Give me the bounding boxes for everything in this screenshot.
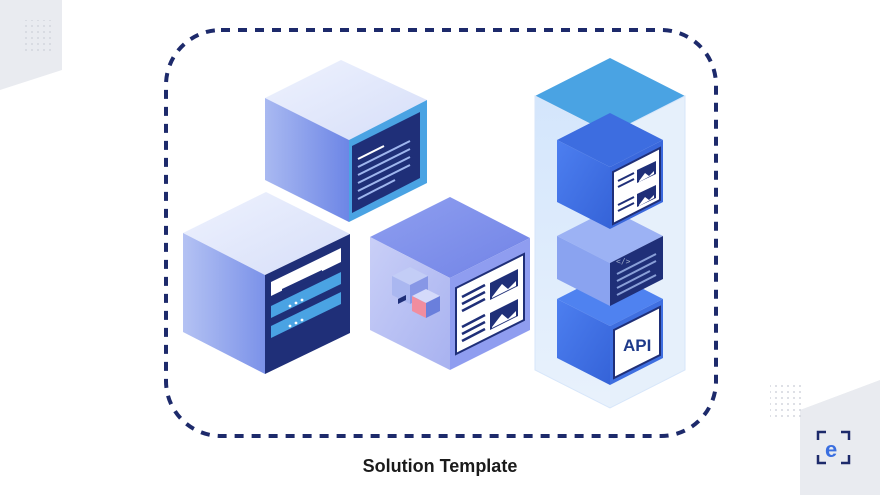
code-cube: </> (557, 209, 663, 306)
tower-image-card-icon (612, 146, 661, 226)
document-panel-icon (352, 112, 420, 213)
form-cube (183, 192, 350, 374)
brand-logo-icon: e (816, 430, 851, 465)
mini-cubes (392, 267, 440, 318)
logo-letter: e (825, 437, 837, 462)
dashed-frame (164, 28, 718, 438)
image-card-cube (370, 197, 530, 370)
code-editor-icon: </> (616, 253, 657, 296)
api-label: API (623, 336, 651, 355)
bottom-right-decoration (770, 380, 880, 495)
form-panel-icon (271, 248, 341, 338)
image-card-icon (455, 252, 525, 356)
api-icon: API (613, 305, 661, 380)
tower-top-cube (557, 113, 663, 229)
top-left-decoration (0, 0, 62, 90)
top-document-cube (265, 60, 427, 222)
code-tag: </> (616, 257, 631, 266)
stack-tower: API </> (534, 58, 686, 409)
diagram-caption: Solution Template (362, 456, 518, 476)
